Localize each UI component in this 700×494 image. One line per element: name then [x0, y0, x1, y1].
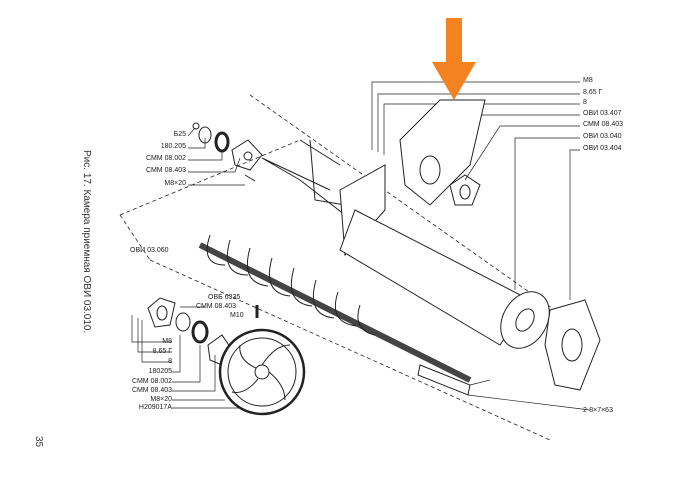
auger-shaft	[198, 242, 472, 383]
label-smm-08403: СММ 08.403	[132, 387, 172, 394]
pulley-spokes	[231, 344, 291, 401]
rear-plate	[399, 99, 486, 206]
page-number: 35	[33, 436, 44, 448]
rear-plate-hole	[419, 155, 441, 185]
label-washer: 8	[168, 358, 172, 365]
bottom-flange	[147, 297, 176, 328]
label-smm-08002: СММ 08.002	[132, 378, 172, 385]
label-m8: М8	[583, 77, 593, 84]
snap-ring	[192, 122, 200, 130]
label-m8x20: М8×20	[150, 396, 172, 403]
label-m10: М10	[230, 312, 244, 319]
label-pulley: Н209017А	[138, 404, 172, 411]
flange-housing	[231, 139, 263, 171]
label-180205: 180205	[148, 368, 172, 375]
label-smm-08403: СММ 08.403	[583, 121, 623, 128]
dashed-outline	[119, 94, 591, 441]
label-ovi-03407: ОВИ 03.407	[583, 110, 622, 117]
label-washer-spring: 8.65 Г	[152, 348, 172, 355]
bottom-bearing	[175, 312, 191, 332]
label-smm-08403: СММ 08.403	[146, 167, 186, 174]
bolt	[244, 174, 256, 182]
orange-arrow-icon	[432, 18, 476, 100]
leader-lines-top-left	[187, 127, 245, 186]
figure-caption: Рис. 17. Камера приемная ОВИ 03.010.	[81, 150, 92, 334]
bearing	[198, 126, 212, 144]
bottom-seal	[191, 320, 209, 344]
hopper	[261, 139, 361, 236]
pulley	[218, 328, 306, 416]
label-ovi-03040: ОВИ 03.040	[583, 133, 622, 140]
label-key: 2-8×7×63	[583, 407, 613, 414]
leader-lines-bottom	[131, 306, 240, 409]
label-b25: Б25	[173, 131, 186, 138]
label-washer-spring: 8.65 Г	[583, 89, 603, 96]
label-m8x20: М8×20	[164, 180, 186, 187]
end-plate	[544, 299, 601, 391]
label-washer: 8	[583, 99, 587, 106]
auger-flights	[206, 234, 376, 336]
label-smm-08002: СММ 08.002	[146, 155, 186, 162]
label-m8: М8	[162, 338, 172, 345]
seal	[214, 131, 230, 153]
label-ovi-03404: ОВИ 03.404	[583, 145, 622, 152]
label-ovb-6335: ОВБ 6335	[208, 294, 241, 301]
tube-end	[500, 291, 550, 349]
rear-flange	[449, 174, 481, 206]
auger-tube	[339, 209, 531, 346]
label-auger: ОВИ 03.060	[130, 247, 169, 254]
label-180205: 180.205	[160, 143, 186, 150]
label-flange: СММ 08.403	[196, 303, 236, 310]
